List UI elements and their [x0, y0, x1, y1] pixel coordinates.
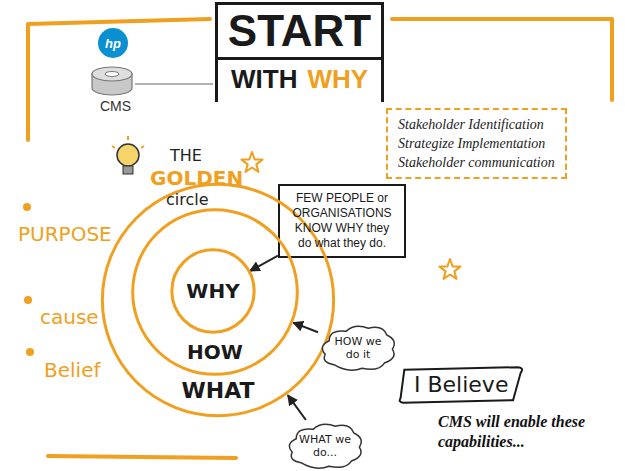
node-text: HOW we do it	[330, 335, 386, 361]
bullet-dot	[23, 203, 31, 211]
leader-line	[135, 83, 213, 85]
middle-circle: HOW WHY	[131, 208, 299, 376]
frame-line	[28, 19, 210, 140]
node-text: WHAT	[100, 378, 336, 404]
frame-line	[48, 456, 236, 458]
inner-circle: WHY	[171, 249, 255, 333]
star-doodle	[440, 259, 461, 279]
node-text: Stakeholder communication	[398, 153, 555, 172]
side-label: cause	[40, 305, 99, 329]
node-text: FEW PEOPLE or ORGANISATIONS KNOW WHY the…	[288, 191, 396, 251]
lightbulb-icon	[112, 136, 144, 174]
belief-banner: I Believe	[398, 366, 524, 404]
note-text: CMS will enable these capabilities...	[438, 412, 616, 452]
capability-box: Stakeholder IdentificationStrategize Imp…	[386, 108, 567, 179]
icon-label: CMS	[100, 98, 131, 114]
heading-word: circle	[166, 190, 209, 209]
node-text: WHAT we do...	[297, 433, 353, 459]
node-text: WHY	[171, 279, 255, 303]
side-label: PURPOSE	[18, 222, 112, 246]
node-text: Strategize Implementation	[398, 134, 555, 153]
heading-word: THE	[170, 146, 202, 165]
cms-disk-icon	[92, 67, 132, 95]
side-label: Belief	[44, 358, 100, 382]
arrow-connector	[288, 395, 306, 420]
heading-word: GOLDEN	[150, 166, 243, 190]
text-row: WITH WHY	[226, 62, 373, 96]
thought-cloud: WHAT we do...	[285, 420, 365, 471]
arrow-connector	[293, 323, 318, 333]
node-text: I Believe	[414, 372, 508, 398]
title-sign: STARTWITH WHY	[215, 2, 384, 102]
star-doodle	[242, 152, 263, 172]
frame-line	[392, 19, 612, 100]
arrow-connector	[250, 256, 278, 271]
thought-cloud: HOW we do it	[318, 322, 398, 374]
callout-box: FEW PEOPLE or ORGANISATIONS KNOW WHY the…	[278, 184, 406, 258]
bullet-dot	[24, 296, 32, 304]
node-text: Stakeholder Identification	[398, 115, 555, 134]
node-text: HOW	[131, 340, 299, 364]
node-text: WITH	[231, 62, 297, 96]
node-text: WHY	[307, 62, 368, 96]
bullet-dot	[26, 348, 34, 356]
hp-logo	[98, 28, 128, 58]
logo-text: hp	[105, 36, 121, 51]
node-text: START	[218, 5, 381, 60]
